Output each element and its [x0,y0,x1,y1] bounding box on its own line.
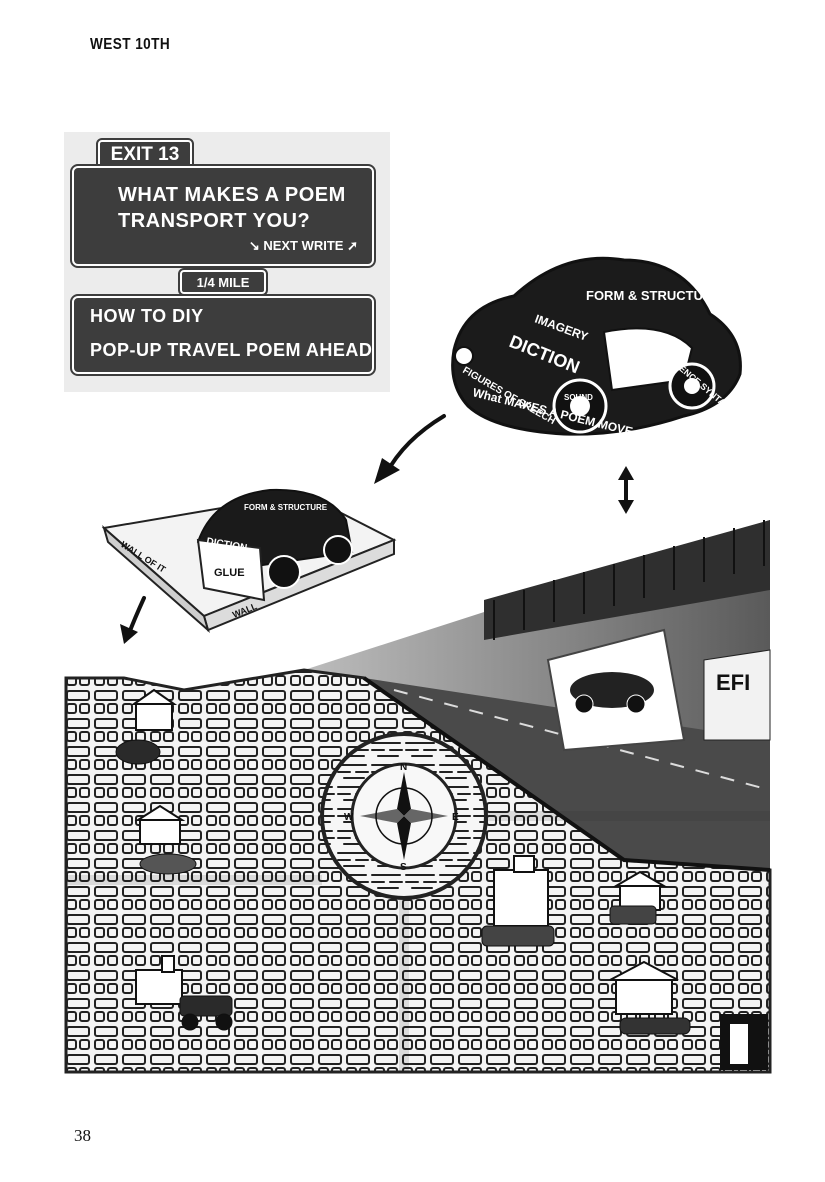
sound-label: SOUND [564,393,593,402]
compass-e: E [452,812,459,823]
popup-car-model: WALL OF IT WALL GLUE FORM & STRUCTURE DI… [101,488,397,634]
next-write-label: ↘ NEXT WRITE ➚ [248,238,358,253]
compass-w: W [344,812,354,823]
highway-sign: EXIT 13 WHAT MAKES A POEM TRANSPORT YOU?… [64,132,390,392]
exit-tab: EXIT 13 [96,138,194,170]
big-roof-label: FORM & STRUCTURE [586,288,721,303]
vehicle-icon [115,739,691,1035]
street-scene: EFI [304,520,771,870]
small-roof-label: FORM & STRUCTURE [244,503,328,512]
building-icon [130,688,679,1015]
compass-n: N [400,762,407,773]
sign-lower-line-1: HOW TO DIY [90,306,204,326]
arrow-icon [120,414,634,644]
street-sign-text: EFI [716,670,750,695]
sign-question-line-2: TRANSPORT YOU? [118,210,311,232]
running-head: WEST 10TH [90,36,171,53]
sign-lower-line-2: POP-UP TRAVEL POEM AHEAD [90,340,373,360]
glue-label: GLUE [214,567,245,579]
compass-s: S [400,862,407,873]
big-poem-car: FORM & STRUCTURE IMAGERY DICTION FIGURES… [451,256,742,439]
compass-rose-icon [360,772,448,860]
illustration: EFI N S E W [64,256,772,1074]
sign-lower-panel: HOW TO DIY POP-UP TRAVEL POEM AHEAD [70,294,376,376]
mile-tab: 1/4 MILE [178,268,268,296]
city-maze: N S E W [64,668,772,1074]
page-number: 38 [74,1126,91,1145]
sign-question-line-1: WHAT MAKES A POEM [118,184,346,206]
sign-question-panel: WHAT MAKES A POEM TRANSPORT YOU? ↘ NEXT … [70,164,376,268]
